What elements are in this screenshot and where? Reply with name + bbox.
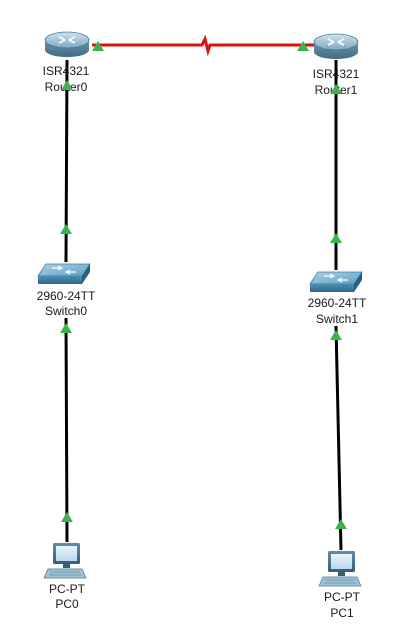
router-icon xyxy=(44,31,90,57)
switch1-device[interactable]: 2960-24TT Switch1 xyxy=(308,271,367,326)
switch1-model-label: 2960-24TT xyxy=(308,296,367,310)
pc0-model-label: PC-PT xyxy=(49,582,86,596)
link-up-triangle-icon xyxy=(61,512,73,522)
pc0-device[interactable]: PC-PT PC0 xyxy=(43,543,87,611)
link-up-triangle-icon xyxy=(60,224,72,234)
router-icon xyxy=(313,33,359,59)
link-up-triangle-icon xyxy=(297,41,309,51)
pc0-name-label: PC0 xyxy=(55,597,79,611)
switch-icon xyxy=(309,271,363,292)
pc-icon xyxy=(43,543,87,579)
links-layer xyxy=(64,34,343,551)
link-status-indicators xyxy=(60,41,347,529)
ethernet-link-switch1-pc1[interactable] xyxy=(334,325,343,551)
router1-model-label: ISR4321 xyxy=(313,67,360,81)
switch1-name-label: Switch1 xyxy=(316,312,358,326)
link-up-triangle-icon xyxy=(60,323,72,333)
pc1-model-label: PC-PT xyxy=(324,590,361,604)
switch0-device[interactable]: 2960-24TT Switch0 xyxy=(37,263,96,318)
switch0-name-label: Switch0 xyxy=(45,304,87,318)
link-up-triangle-icon xyxy=(61,80,73,90)
link-up-triangle-icon xyxy=(330,84,342,94)
serial-link-router0-router1[interactable] xyxy=(92,34,318,57)
link-up-triangle-icon xyxy=(92,41,104,51)
switch-icon xyxy=(37,263,91,284)
router0-model-label: ISR4321 xyxy=(43,64,90,78)
pc-icon xyxy=(318,551,362,587)
router1-device[interactable]: ISR4321 Router1 xyxy=(313,33,360,97)
switch0-model-label: 2960-24TT xyxy=(37,289,96,303)
link-up-triangle-icon xyxy=(330,233,342,243)
link-up-triangle-icon xyxy=(335,519,347,529)
link-up-triangle-icon xyxy=(330,330,342,340)
pc1-device[interactable]: PC-PT PC1 xyxy=(318,551,362,620)
ethernet-link-switch0-pc0[interactable] xyxy=(64,317,69,543)
pc1-name-label: PC1 xyxy=(330,606,354,620)
